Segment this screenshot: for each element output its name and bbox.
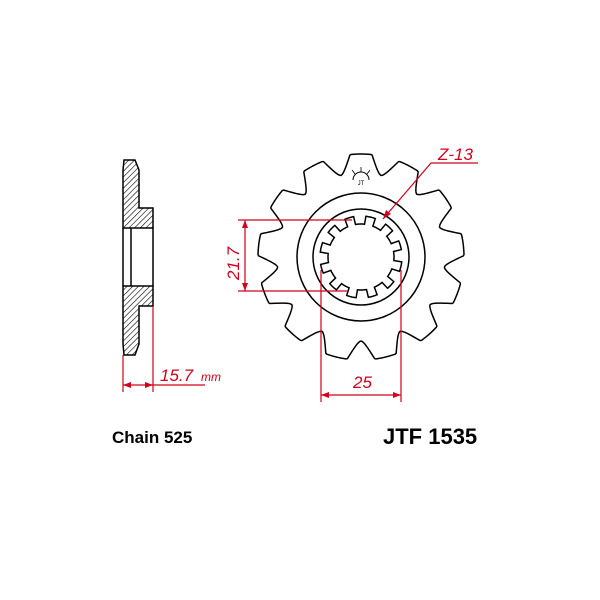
teeth-leader-line [382,162,478,220]
bore-diameter-value: 25 [352,373,372,392]
side-view-bore-outline [122,228,154,286]
teeth-count-label: Z-13 [437,145,474,164]
bore-arrow-left [321,392,329,398]
spline-diameter-value: 21.7 [224,246,243,281]
spline-arrow-bottom [242,283,248,291]
spline-diameter-dimension: 21.7 [224,219,352,292]
bore-diameter-dimension: 25 [320,270,402,402]
side-view [122,159,154,356]
svg-text:JT: JT [358,181,365,187]
jt-logo-icon: JT [351,167,371,187]
side-view-lower-tooth-section [122,285,154,356]
front-view: JT [257,153,465,360]
offset-dimension: 15.7 mm [122,306,221,392]
hub-circle [296,192,426,322]
offset-arrow-right [145,382,153,388]
offset-value: 15.7 [160,366,194,385]
spline-outer-circle [312,208,410,306]
chain-size-label: Chain 525 [112,428,193,447]
side-view-upper-tooth-section [122,159,154,229]
offset-unit: mm [201,370,221,384]
part-number-label: JTF 1535 [383,424,478,449]
offset-arrow-left [123,382,131,388]
teeth-count-callout: Z-13 [382,145,478,220]
spline-arrow-top [242,220,248,228]
teeth-leader-arrow [383,210,391,219]
bore-arrow-right [393,392,401,398]
spline-bore [319,215,403,299]
